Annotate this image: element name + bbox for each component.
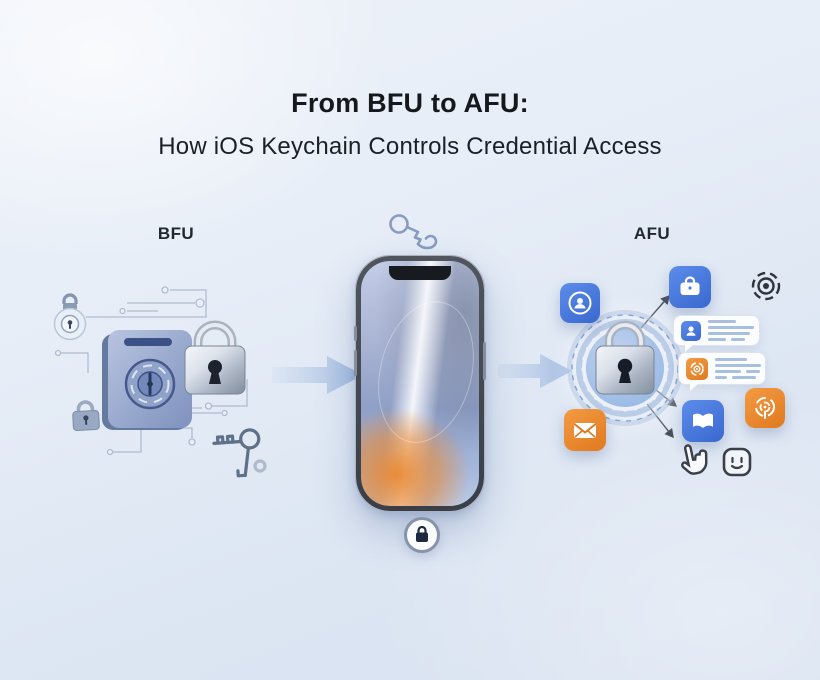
metal-padlock-icon	[184, 320, 246, 395]
bfu-label: BFU	[157, 224, 195, 243]
hand-pointer-icon	[681, 444, 708, 475]
fingerprint-glyph	[755, 397, 775, 419]
contact-message-bubble	[673, 315, 760, 352]
mail-app-icon	[564, 409, 606, 451]
phone-mute-switch	[354, 326, 357, 341]
screen-ellipse-glow	[363, 291, 479, 454]
title-line2: How iOS Keychain Controls Credential Acc…	[158, 133, 662, 160]
ring-icon	[253, 459, 267, 473]
person-glyph	[686, 325, 696, 336]
secure-folder-dial-icon	[102, 330, 192, 430]
face-id-icon	[722, 447, 752, 477]
briefcase-glyph	[680, 276, 700, 295]
fingerprint-app-icon	[745, 388, 785, 428]
key-icon	[212, 428, 261, 478]
open-book-glyph	[693, 413, 713, 428]
small-padlock-icon	[72, 400, 100, 431]
briefcase-app-icon	[669, 266, 711, 308]
phone-power-button	[483, 342, 486, 380]
flow-arrow-left	[272, 356, 363, 394]
contact-avatar-icon	[681, 320, 701, 341]
privacy-circle-glyph	[568, 291, 592, 315]
book-app-icon	[682, 400, 724, 442]
fingerprint-avatar-icon	[686, 357, 708, 380]
fingerprint-small-glyph	[690, 361, 704, 376]
bubble-text-lines	[715, 358, 761, 379]
phone-volume-button	[354, 350, 357, 376]
privacy-circle-app-icon	[560, 283, 600, 323]
envelope-glyph	[574, 423, 596, 438]
lock-badge-glyph	[416, 525, 428, 542]
keychain-padlock-icon	[595, 320, 655, 395]
title-line1: From BFU to AFU:	[291, 88, 529, 118]
padlock-badge-icon	[53, 293, 87, 341]
title-block: From BFU to AFU: How iOS Keychain Contro…	[0, 88, 820, 161]
target-icon	[751, 271, 781, 301]
key-outline-icon	[389, 214, 438, 250]
smartphone-lockscreen	[354, 255, 486, 512]
bubble-text-lines	[708, 320, 754, 341]
phone-notch	[389, 266, 451, 280]
afu-label: AFU	[633, 224, 671, 243]
fingerprint-message-bubble	[678, 352, 766, 391]
lock-badge-icon	[404, 517, 440, 553]
phone-screen	[361, 261, 479, 506]
